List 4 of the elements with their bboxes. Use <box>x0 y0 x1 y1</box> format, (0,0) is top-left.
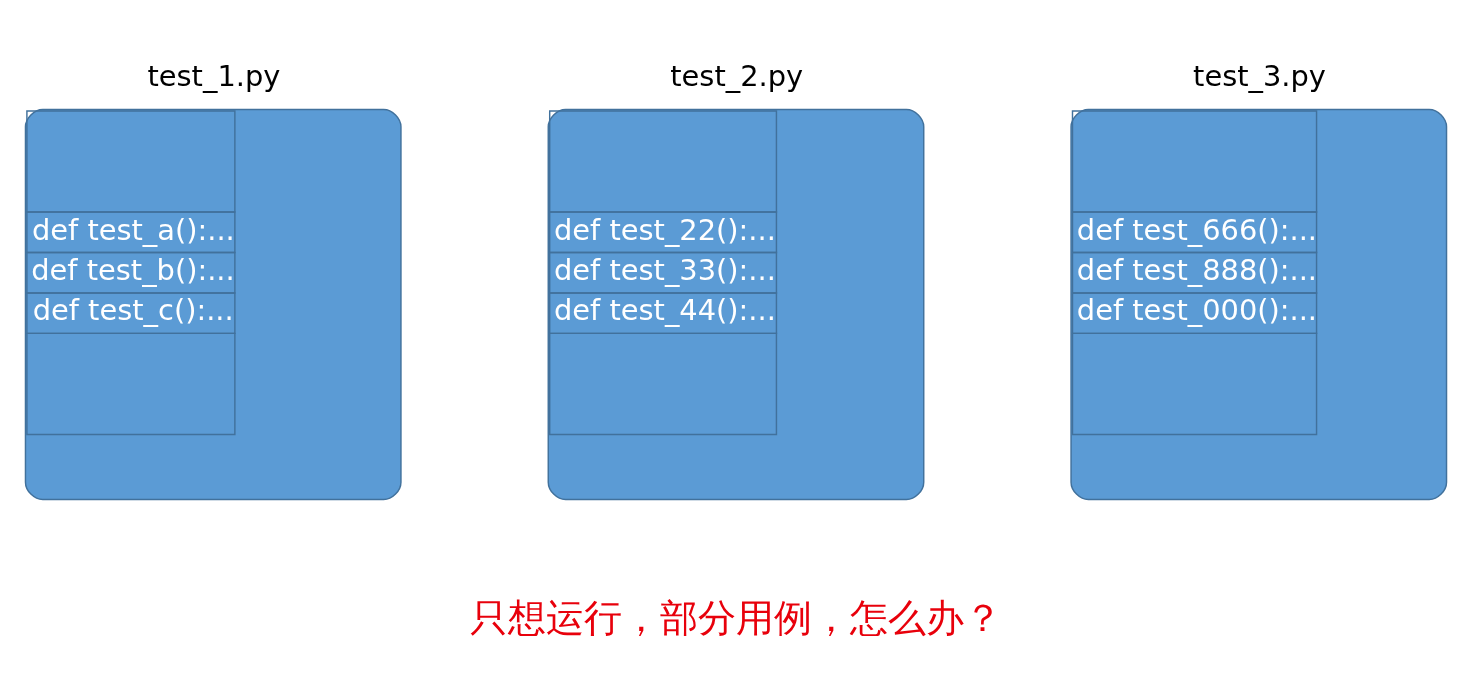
node-label: test_1.py <box>147 59 281 94</box>
node-label: test_3.py <box>1193 59 1326 94</box>
node-label: test_2.py <box>670 59 804 94</box>
label: 只想运行，部分用例，怎么办？ <box>470 595 1002 640</box>
